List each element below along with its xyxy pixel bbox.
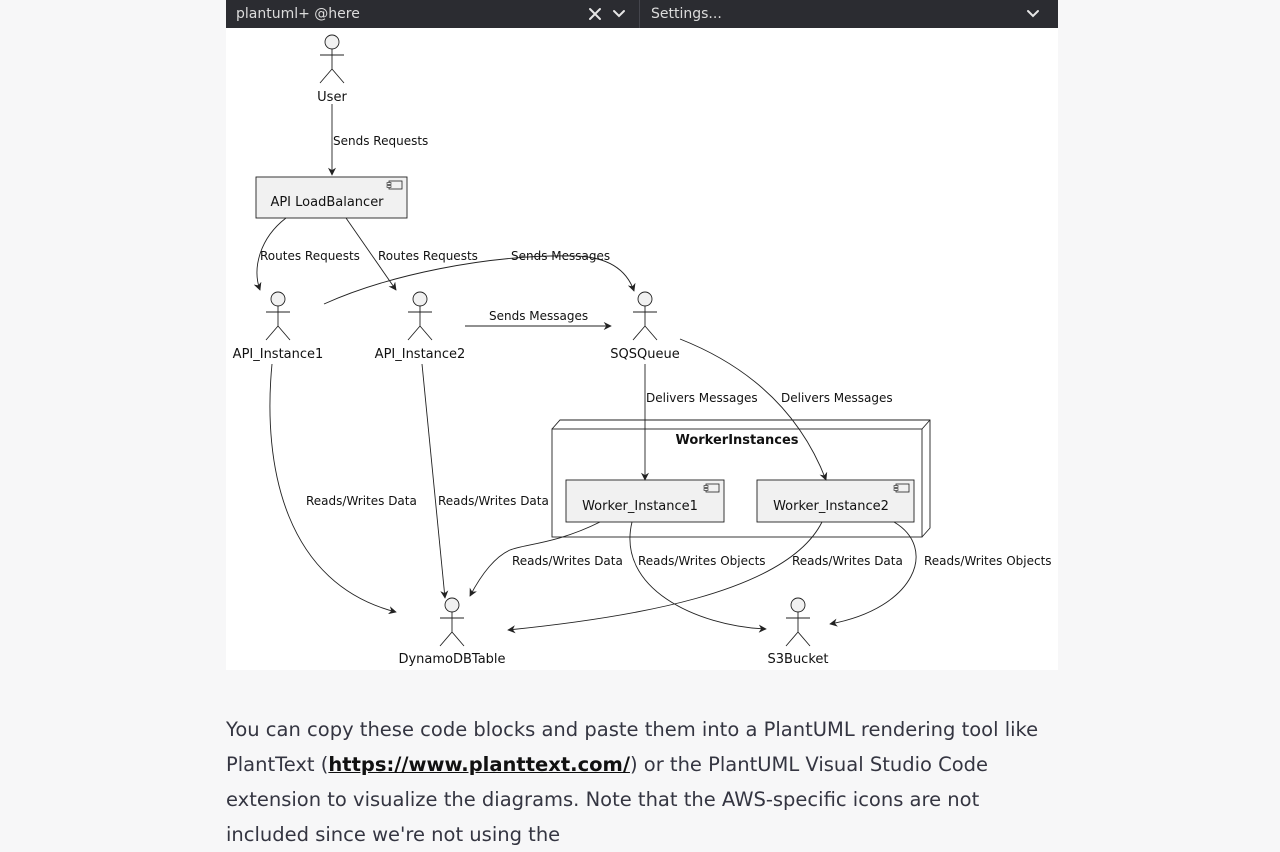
edge-label-user-lb: Sends Requests bbox=[333, 134, 428, 148]
explanation-paragraph: You can copy these code blocks and paste… bbox=[226, 712, 1066, 852]
edge-w2-db bbox=[507, 521, 823, 634]
edge-label-w1-s3: Reads/Writes Objects bbox=[638, 554, 766, 568]
paragraph-text-1: You can copy these code blocks and paste… bbox=[226, 718, 1039, 776]
edge-label-lb-api2: Routes Requests bbox=[378, 249, 478, 263]
edge-lb-api2 bbox=[345, 217, 397, 291]
actor-user bbox=[319, 34, 345, 84]
chevron-down-icon[interactable] bbox=[608, 0, 630, 28]
edge-w2-s3 bbox=[829, 521, 917, 627]
component-load-balancer bbox=[255, 176, 408, 219]
actor-api1 bbox=[265, 291, 291, 341]
actor-api2-label: API_Instance2 bbox=[375, 347, 466, 362]
edge-api2-db bbox=[421, 363, 449, 599]
actor-sqs bbox=[632, 291, 658, 341]
edge-label-sqs-w2: Delivers Messages bbox=[781, 391, 893, 405]
actor-s3-label: S3Bucket bbox=[768, 652, 829, 667]
edge-w1-s3 bbox=[629, 521, 767, 633]
edge-label-w1-db: Reads/Writes Data bbox=[512, 554, 623, 568]
component-load-balancer-label: API LoadBalancer bbox=[270, 195, 384, 210]
edge-label-sqs-w1: Delivers Messages bbox=[646, 391, 758, 405]
component-worker2 bbox=[756, 479, 915, 523]
planttext-link[interactable]: https://www.planttext.com/ bbox=[328, 753, 630, 776]
actor-api1-label: API_Instance1 bbox=[233, 347, 324, 362]
component-worker1-label: Worker_Instance1 bbox=[582, 499, 698, 514]
edge-label-api1-sqs: Sends Messages bbox=[511, 249, 610, 263]
edge-w1-db bbox=[469, 521, 601, 597]
edge-label-lb-api1: Routes Requests bbox=[260, 249, 360, 263]
edge-label-api2-sqs: Sends Messages bbox=[489, 309, 588, 323]
edge-lb-api1 bbox=[253, 217, 287, 291]
toolbar: plantuml+ @here Settings... bbox=[226, 0, 1058, 28]
actor-dynamo bbox=[439, 597, 465, 647]
actor-api2 bbox=[407, 291, 433, 341]
edge-api1-sqs bbox=[323, 255, 636, 305]
edge-label-w2-db: Reads/Writes Data bbox=[792, 554, 903, 568]
edge-label-w2-s3: Reads/Writes Objects bbox=[924, 554, 1052, 568]
plantuml-input-text: plantuml+ @here bbox=[236, 6, 360, 22]
node-worker-group-label: WorkerInstances bbox=[675, 433, 798, 448]
actor-s3 bbox=[785, 597, 811, 647]
settings-dropdown[interactable]: Settings... bbox=[640, 0, 1058, 28]
settings-text: Settings... bbox=[651, 6, 722, 22]
actor-sqs-label: SQSQueue bbox=[610, 347, 679, 362]
plantuml-diagram: User API_Instance1 API_Instance2 SQSQueu… bbox=[226, 28, 1058, 670]
close-icon[interactable] bbox=[584, 0, 606, 28]
settings-chevron-down-icon[interactable] bbox=[1022, 0, 1044, 28]
actor-user-label: User bbox=[317, 90, 347, 105]
edge-sqs-w2 bbox=[679, 338, 828, 481]
plantuml-input[interactable]: plantuml+ @here bbox=[226, 0, 640, 28]
edge-api1-db bbox=[269, 363, 397, 615]
component-worker1 bbox=[565, 479, 725, 523]
actor-dynamo-label: DynamoDBTable bbox=[398, 652, 505, 667]
edge-label-api1-db: Reads/Writes Data bbox=[306, 494, 417, 508]
component-worker2-label: Worker_Instance2 bbox=[773, 499, 889, 514]
edge-label-api2-db: Reads/Writes Data bbox=[438, 494, 549, 508]
